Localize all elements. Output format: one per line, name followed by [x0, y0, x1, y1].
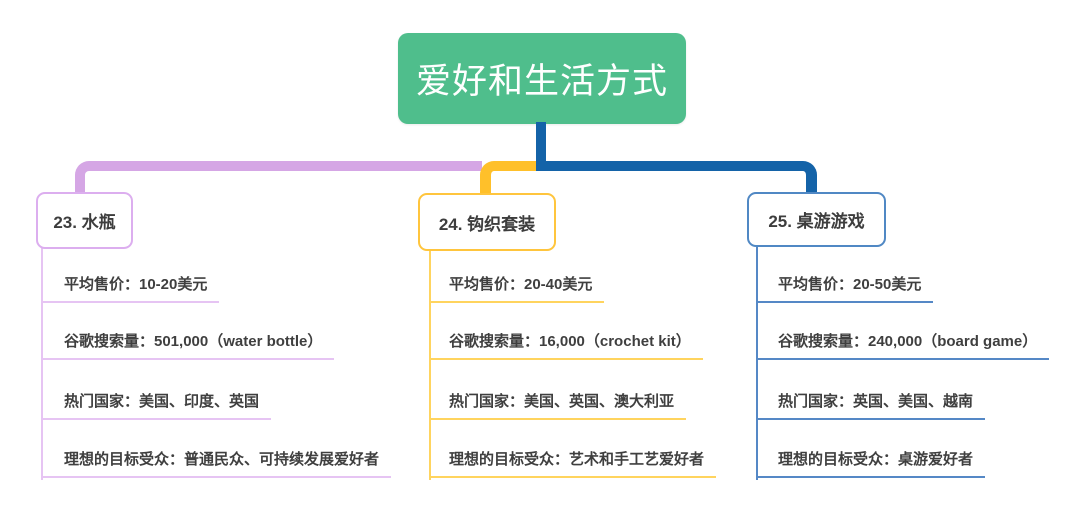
- branch-connector-board-games: [536, 161, 817, 193]
- detail-row-top-countries[interactable]: 热门国家：美国、印度、英国: [41, 392, 272, 420]
- root-node-label: 爱好和生活方式: [415, 62, 668, 101]
- topic-label: 23. 水瓶: [53, 213, 116, 232]
- branch-drop-line: [429, 247, 431, 480]
- detail-row-avg-price[interactable]: 平均售价：10-20美元: [41, 275, 220, 303]
- topic-node-crochet-kit[interactable]: 24. 钩织套装: [418, 193, 556, 251]
- detail-row-target-audience[interactable]: 理想的目标受众：普通民众、可持续发展爱好者: [41, 450, 392, 478]
- detail-row-search-volume[interactable]: 谷歌搜索量：16,000（crochet kit）: [429, 332, 703, 360]
- detail-row-avg-price[interactable]: 平均售价：20-50美元: [756, 275, 934, 303]
- root-node[interactable]: 爱好和生活方式: [398, 33, 686, 124]
- detail-row-target-audience[interactable]: 理想的目标受众：桌游爱好者: [756, 450, 986, 478]
- topic-node-water-bottle[interactable]: 23. 水瓶: [36, 192, 133, 249]
- branch-drop-line: [756, 243, 758, 480]
- topic-node-board-games[interactable]: 25. 桌游游戏: [747, 192, 886, 247]
- detail-row-avg-price[interactable]: 平均售价：20-40美元: [429, 275, 605, 303]
- detail-row-target-audience[interactable]: 理想的目标受众：艺术和手工艺爱好者: [429, 450, 717, 478]
- detail-row-search-volume[interactable]: 谷歌搜索量：501,000（water bottle）: [41, 332, 335, 360]
- detail-row-search-volume[interactable]: 谷歌搜索量：240,000（board game）: [756, 332, 1050, 360]
- topic-label: 24. 钩织套装: [438, 214, 536, 234]
- detail-row-top-countries[interactable]: 热门国家：美国、英国、澳大利亚: [429, 392, 687, 420]
- detail-row-top-countries[interactable]: 热门国家：英国、美国、越南: [756, 392, 986, 420]
- topic-label: 25. 桌游游戏: [768, 212, 865, 231]
- branch-drop-line: [41, 245, 43, 480]
- branch-connector-crochet-kit: [480, 161, 545, 194]
- branch-connector-water-bottle: [75, 161, 482, 193]
- root-stem-connector: [536, 122, 546, 167]
